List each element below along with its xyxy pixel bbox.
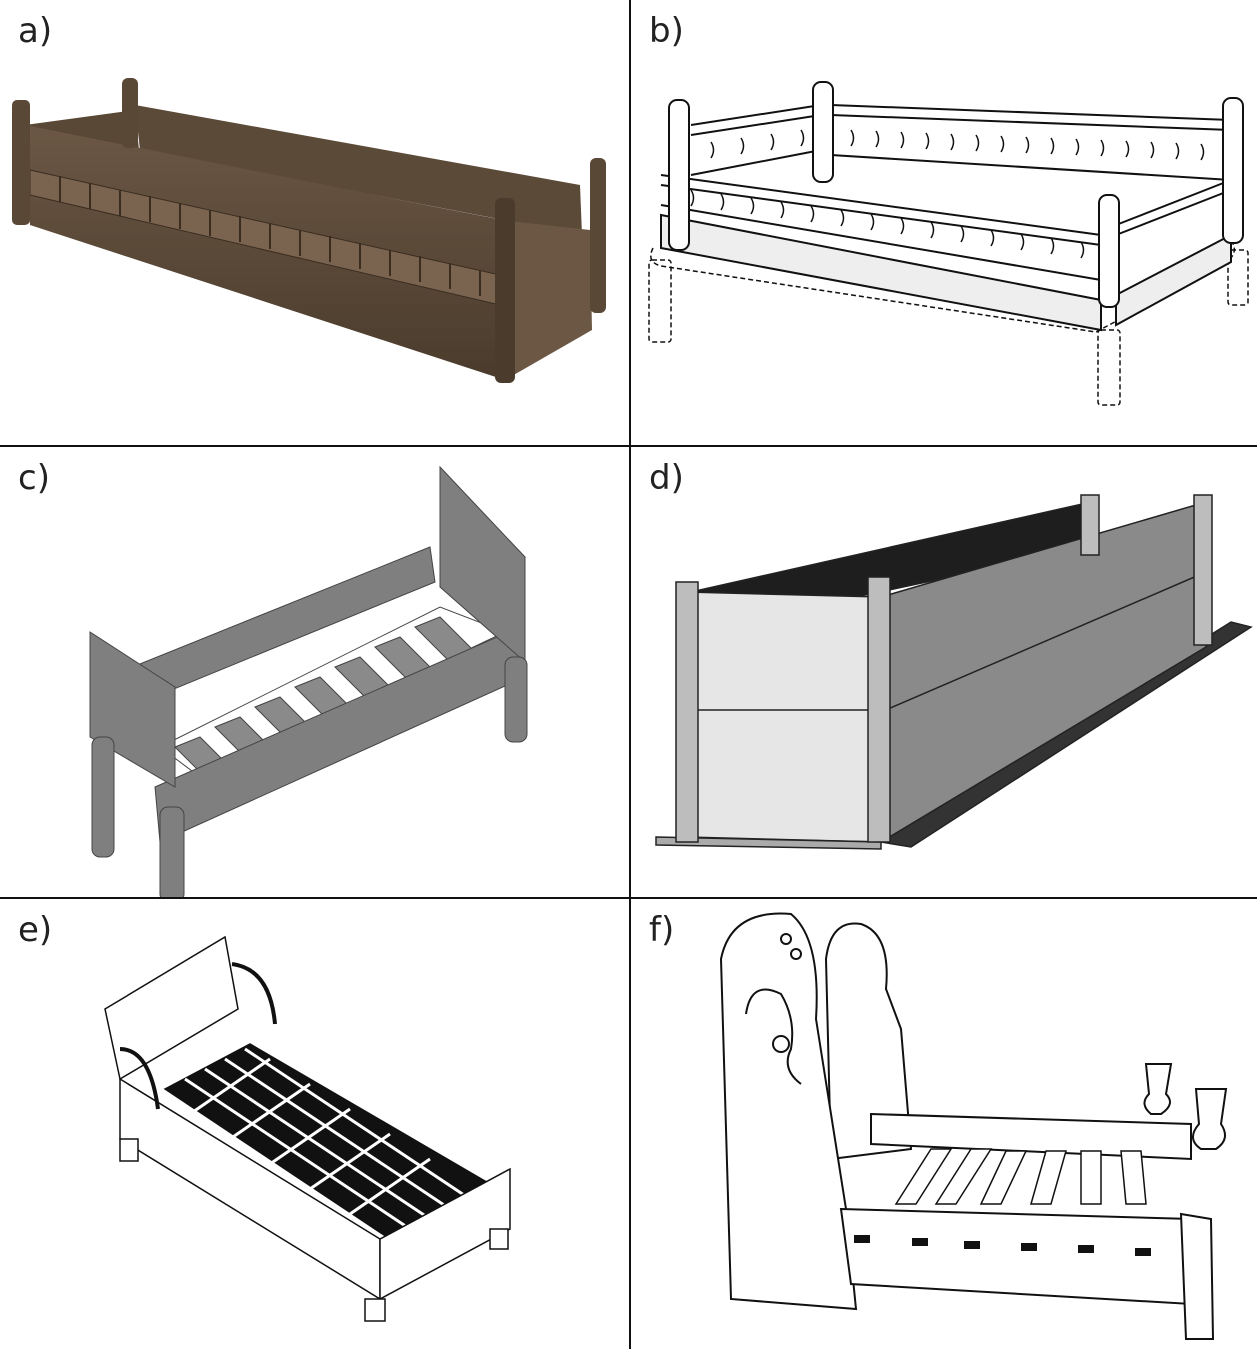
finial-front xyxy=(1192,1088,1228,1150)
handle-right xyxy=(231,962,277,1025)
panel-f: f) xyxy=(631,899,1257,1349)
finial-back xyxy=(1143,1063,1173,1115)
spindles xyxy=(690,129,1205,259)
panel-d: d) xyxy=(631,447,1257,897)
lattice-grid xyxy=(184,1047,471,1231)
vertical-divider xyxy=(629,0,631,1349)
post-front-left xyxy=(12,100,30,225)
spindle-marks xyxy=(59,176,481,296)
peg-holes xyxy=(854,1235,1151,1256)
bed-photo-a xyxy=(12,78,606,383)
panel-e: e) xyxy=(0,899,629,1349)
bed-drawing-d xyxy=(655,494,1253,850)
carving xyxy=(745,933,802,1085)
dashed-legs xyxy=(648,239,1249,406)
base-plank xyxy=(655,836,882,850)
panel-label-b: b) xyxy=(649,11,684,51)
bed-drawing-e xyxy=(104,935,511,1322)
feet xyxy=(119,1138,509,1322)
back-headboard xyxy=(824,922,913,1161)
foot-end xyxy=(379,1167,511,1301)
panel-label-d: d) xyxy=(649,458,684,498)
panel-label-f: f) xyxy=(649,910,675,950)
posts xyxy=(668,81,1244,308)
front-headboard xyxy=(719,912,858,1311)
post-back-left xyxy=(122,78,138,148)
end-panel xyxy=(685,591,882,843)
horizontal-divider-1 xyxy=(0,445,1257,447)
front-board xyxy=(25,125,505,380)
bed-drawing-b xyxy=(648,81,1249,406)
bed-render-c xyxy=(89,465,528,897)
side-rail xyxy=(839,1207,1192,1306)
right-end-board xyxy=(500,220,592,380)
slats xyxy=(894,1148,1147,1205)
horizontal-divider-2 xyxy=(0,897,1257,899)
panel-a: a) xyxy=(0,0,629,445)
panel-label-a: a) xyxy=(18,11,53,51)
back-board xyxy=(135,105,582,235)
back-rail xyxy=(870,1112,1192,1161)
corner-posts xyxy=(675,494,1213,843)
panel-c: c) xyxy=(0,447,629,897)
panel-label-e: e) xyxy=(18,910,53,950)
panel-label-c: c) xyxy=(18,458,50,498)
legs xyxy=(91,656,528,897)
bed-drawing-f xyxy=(719,912,1228,1340)
post-front-right xyxy=(495,198,515,383)
handle-left xyxy=(119,1047,160,1110)
foot-post xyxy=(1179,1212,1215,1340)
post-back-right xyxy=(590,158,606,313)
base-board xyxy=(660,213,1102,332)
panel-b: b) xyxy=(631,0,1257,445)
base-board-right xyxy=(1115,233,1232,327)
headboard xyxy=(104,935,239,1081)
